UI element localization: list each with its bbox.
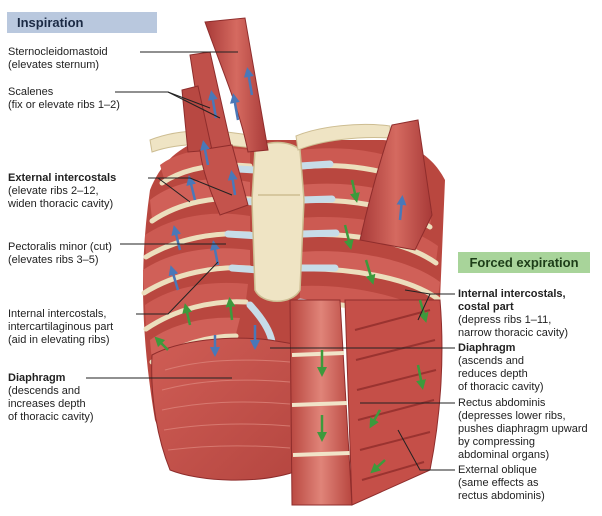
arrow-up-icon [168, 265, 180, 291]
arrow-down-icon [364, 259, 376, 285]
pectoralis-minor-right [359, 119, 433, 251]
label-sternocleidomastoid: Sternocleidomastoid (elevates sternum) [8, 46, 108, 71]
forced-expiration-header: Forced expiration [458, 252, 590, 273]
arrow-up-icon [396, 195, 407, 221]
arrow-down-icon [343, 224, 354, 250]
label-diaphragm-inspiration: Diaphragm (descends and increases depth … [8, 372, 94, 423]
arrow-up-icon [200, 140, 210, 166]
arrow-up-icon [243, 67, 254, 96]
label-diaphragm-expiration: Diaphragm (ascends and reduces depth of … [458, 342, 544, 393]
arrow-down-icon [369, 409, 382, 429]
leader-external-intercostals [148, 177, 233, 196]
pectoralis-minor-left [199, 144, 249, 216]
leader-lines [86, 51, 455, 471]
arrow-down-icon [350, 179, 360, 203]
arrow-down-icon [416, 364, 426, 390]
label-pectoralis-minor: Pectoralis minor (cut) (elevates ribs 3–… [8, 241, 112, 266]
arrow-up-icon [227, 170, 238, 196]
label-external-oblique: External oblique (same effects as rectus… [458, 464, 545, 502]
label-internal-intercostals-intercartilaginous: Internal intercostals, intercartilaginou… [8, 308, 114, 346]
expiration-arrows [154, 179, 429, 474]
arrow-up-icon [154, 336, 169, 351]
arrow-up-icon [171, 225, 182, 251]
label-internal-intercostals-costal: Internal intercostals, costal part (depr… [458, 288, 569, 339]
label-external-intercostals: External intercostals (elevate ribs 2–12… [8, 172, 117, 210]
arrow-up-icon [225, 297, 236, 321]
arrow-down-icon [418, 299, 429, 323]
leader-internal-intercostals-inter [136, 261, 219, 315]
label-rectus-abdominis: Rectus abdominis (depresses lower ribs, … [458, 397, 588, 461]
arrow-up-icon [207, 90, 218, 119]
label-scalenes: Scalenes (fix or elevate ribs 1–2) [8, 86, 120, 111]
inspiration-arrows [168, 67, 407, 357]
arrow-up-icon [186, 175, 197, 201]
leader-external-oblique [397, 429, 455, 471]
arrow-down-icon [370, 459, 386, 474]
sternum [251, 141, 305, 302]
arrow-up-icon [229, 93, 240, 121]
arrow-up-icon [210, 240, 220, 266]
arrow-up-icon [182, 303, 193, 326]
diaphragm-muscle [151, 337, 301, 481]
inspiration-header: Inspiration [7, 12, 157, 33]
diaphragm-striations [161, 359, 291, 451]
